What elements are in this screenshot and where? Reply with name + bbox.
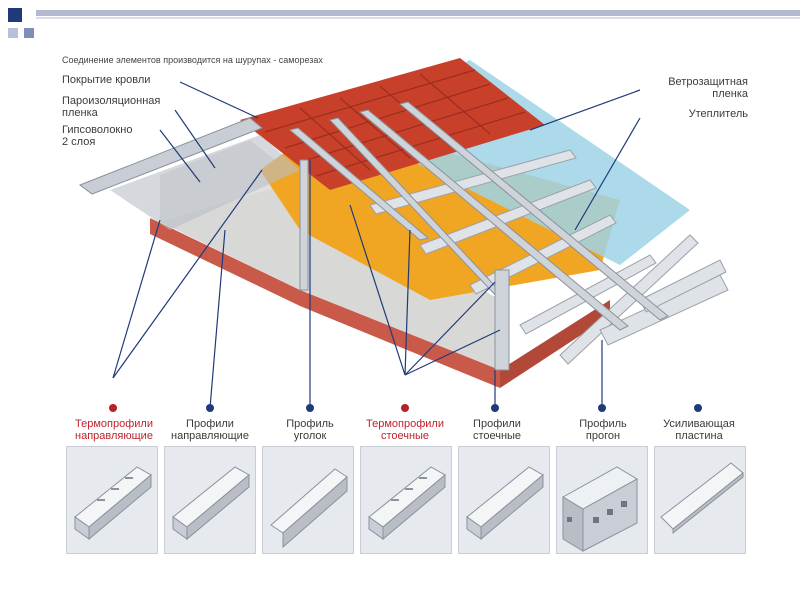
label-wind-film: Ветрозащитная пленка	[668, 76, 748, 100]
channel-profile-icon	[74, 466, 152, 541]
plate-profile-icon	[660, 462, 744, 535]
label-purlin-profile: Профиль прогон	[579, 418, 627, 442]
label-roof-covering: Покрытие кровли	[62, 74, 151, 86]
roof-tile-lines	[264, 69, 526, 177]
left-eave	[78, 117, 263, 195]
corner-square-dark	[8, 8, 22, 22]
tile-thermo-stud	[360, 446, 452, 554]
rafters	[288, 101, 669, 331]
dot-corner-profile	[306, 404, 314, 412]
channel-profile-icon	[172, 466, 250, 541]
dot-purlin-profile	[598, 404, 606, 412]
label-gypsum-fiber: Гипсоволокно 2 слоя	[62, 124, 133, 148]
studs	[299, 159, 510, 371]
eave-underside	[110, 135, 300, 230]
label-corner-profile: Профиль уголок	[286, 418, 334, 442]
top-bar-thin	[36, 17, 800, 19]
label-thermo-guide: Термопрофили направляющие	[75, 418, 153, 442]
channel-profile-icon	[368, 466, 446, 541]
tile-guide-profile	[164, 446, 256, 554]
angle-profile-icon	[270, 468, 348, 549]
brick-foundation-side	[500, 300, 610, 388]
top-bar	[36, 10, 800, 16]
channel-profile-icon	[466, 466, 544, 541]
tile-purlin-profile	[556, 446, 648, 554]
label-vapor-film: Пароизоляционная пленка	[62, 95, 161, 119]
tile-corner-profile	[262, 446, 354, 554]
dot-thermo-guide	[109, 404, 117, 412]
label-reinforcing-plate: Усиливающая пластина	[663, 418, 735, 442]
label-guide-profile: Профили направляющие	[171, 418, 249, 442]
leader-lines	[112, 81, 641, 409]
label-stud-profile: Профили стоечные	[472, 418, 522, 442]
brick-foundation	[150, 218, 500, 388]
tile-thermo-guide	[66, 446, 158, 554]
caption-text: Соединение элементов производится на шур…	[62, 55, 323, 65]
hat-profile-icon	[562, 466, 638, 552]
tile-stud-profile	[458, 446, 550, 554]
corner-square-mid	[24, 28, 34, 38]
dot-guide-profile	[206, 404, 214, 412]
dot-reinforcing-plate	[694, 404, 702, 412]
dot-stud-profile	[491, 404, 499, 412]
tile-reinforcing-plate	[654, 446, 746, 554]
label-thermo-stud: Термопрофили стоечные	[366, 418, 444, 442]
label-insulation: Утеплитель	[688, 108, 748, 120]
floor-panel	[160, 180, 500, 370]
corner-square-light	[8, 28, 18, 38]
dot-thermo-stud	[401, 404, 409, 412]
